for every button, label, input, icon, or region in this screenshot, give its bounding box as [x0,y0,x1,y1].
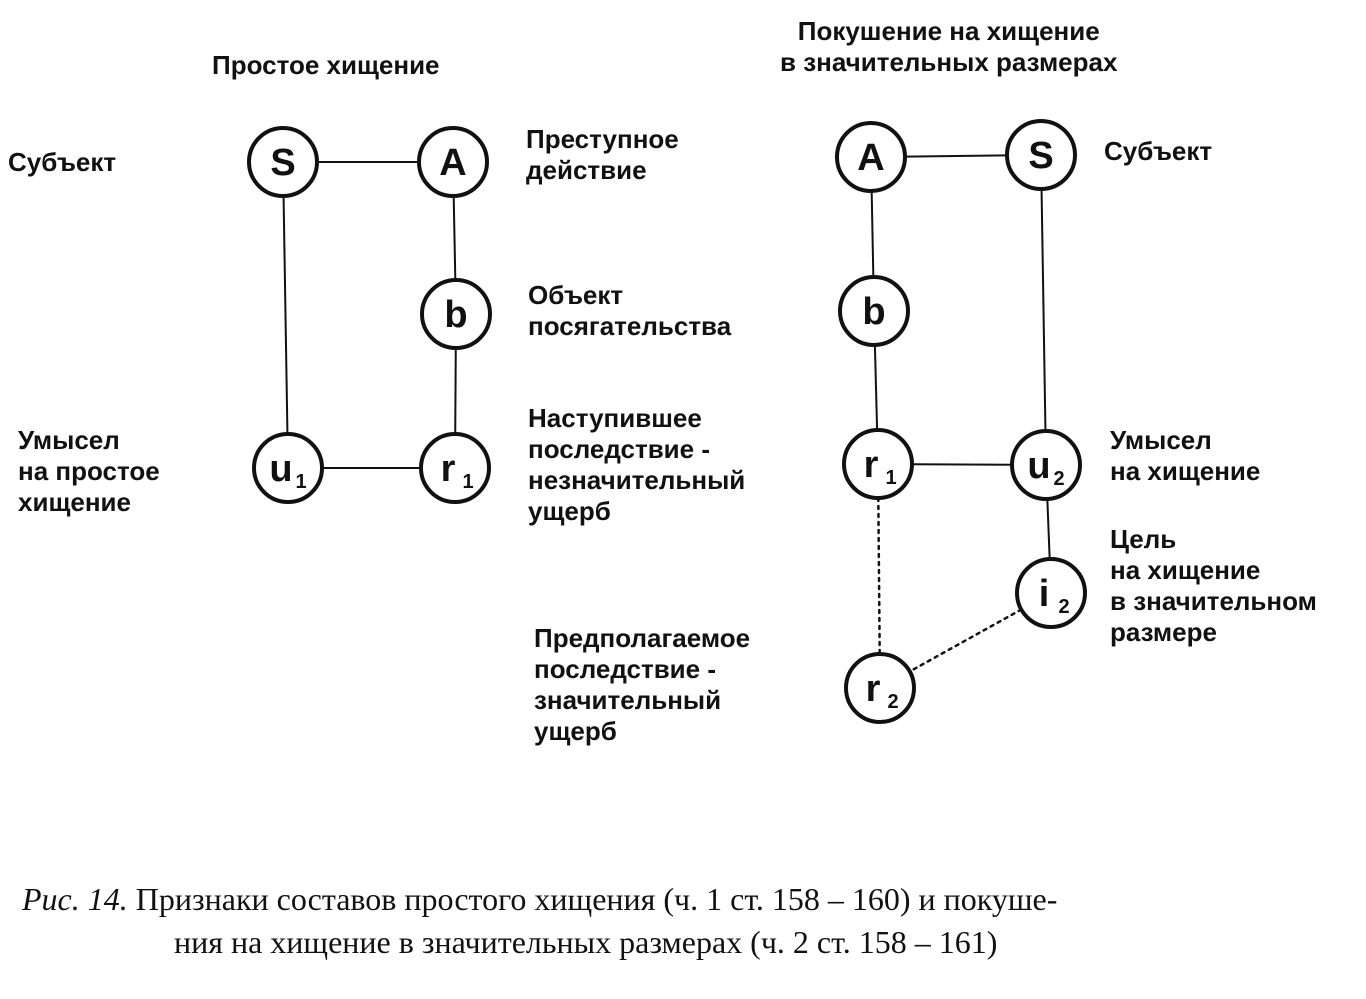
node-letter: S [1028,135,1053,177]
node-circle [838,275,910,347]
node-letter: A [857,137,884,179]
label-line: Субъект [1104,136,1213,166]
label-line: на хищение [1110,456,1261,486]
node-letter: b [862,291,885,333]
node-circle [252,432,324,504]
node-letter: S [270,142,295,184]
left-node-b: b [420,278,492,350]
node-letter: u [269,448,292,490]
figure-number: Рис. 14. [22,881,128,917]
label-line: в значительных размерах [780,47,1118,77]
label-line: последствие - [528,434,710,464]
label-line: ущерб [534,716,617,746]
label-line: Умысел [18,425,120,455]
left-edge-A-b [452,195,457,281]
label-line: действие [526,155,647,185]
right-node-S: S [1005,119,1077,191]
label-line: значительный [534,685,722,715]
label-line: хищение [18,487,131,517]
left-label-subject: Субъект [8,147,116,178]
label-line: ущерб [528,496,611,526]
node-letter: b [444,294,467,336]
node-letter: u [1027,445,1050,487]
node-circle [1005,119,1077,191]
label-line: Наступившее [528,403,702,433]
caption-line-2: ния на хищение в значительных размерах (… [174,924,998,960]
left-edge-b-r1 [454,347,457,435]
label-line: незначительный [528,465,746,495]
right-edge-u2-i2 [1046,498,1051,560]
right-node-A: A [835,121,907,193]
label-line: Цель [1110,524,1177,554]
right-edge-b-r1 [873,344,879,431]
node-subscript: 1 [885,467,896,489]
label-line: Покушение на хищение [797,16,1100,46]
label-line: в значительном [1110,586,1317,616]
node-subscript: 2 [887,691,898,713]
right-edge-S-u2 [1040,188,1047,432]
node-circle [420,278,492,350]
right-edge-i2-r2-dotted [908,608,1023,673]
label-line: посягательства [528,311,732,341]
label-line: размере [1110,617,1217,647]
node-circle [419,432,491,504]
right-label-subject: Субъект [1104,136,1212,167]
node-circle [247,126,319,198]
node-circle [844,652,916,724]
diagram-edges [282,154,1051,673]
left-diagram-title: Простое хищение [212,50,440,80]
label-line: последствие - [534,654,716,684]
node-letter: A [439,142,466,184]
node-subscript: 1 [295,471,306,493]
node-letter: r [864,444,879,486]
node-subscript: 1 [462,471,473,493]
left-edge-S-u1 [282,195,289,435]
node-circle [835,121,907,193]
right-edge-A-S [904,154,1008,158]
label-line: Объект [528,280,624,310]
left-node-A: A [417,126,489,198]
label-line: Преступное [526,124,679,154]
node-circle [842,428,914,500]
node-letter: i [1039,573,1050,615]
right-node-b: b [838,275,910,347]
label-line: Умысел [1110,425,1212,455]
node-circle [1015,557,1087,629]
node-subscript: 2 [1053,468,1064,490]
label-line: на хищение [1110,555,1261,585]
node-circle [417,126,489,198]
right-edge-r1-u2 [911,463,1013,466]
left-node-S: S [247,126,319,198]
right-edge-r1-r2-dotted [877,496,881,656]
node-letter: r [866,668,881,710]
node-subscript: 2 [1058,596,1069,618]
label-line: Субъект [8,147,117,177]
label-line: Предполагаемое [534,623,751,653]
label-line: на простое [18,456,160,486]
node-circle [1010,429,1082,501]
node-letter: r [441,448,456,490]
caption-line-1: Признаки составов простого хищения (ч. 1… [135,881,1058,917]
right-edge-A-b [870,190,875,278]
figure-caption: Рис. 14. Признаки составов простого хище… [22,878,1352,964]
